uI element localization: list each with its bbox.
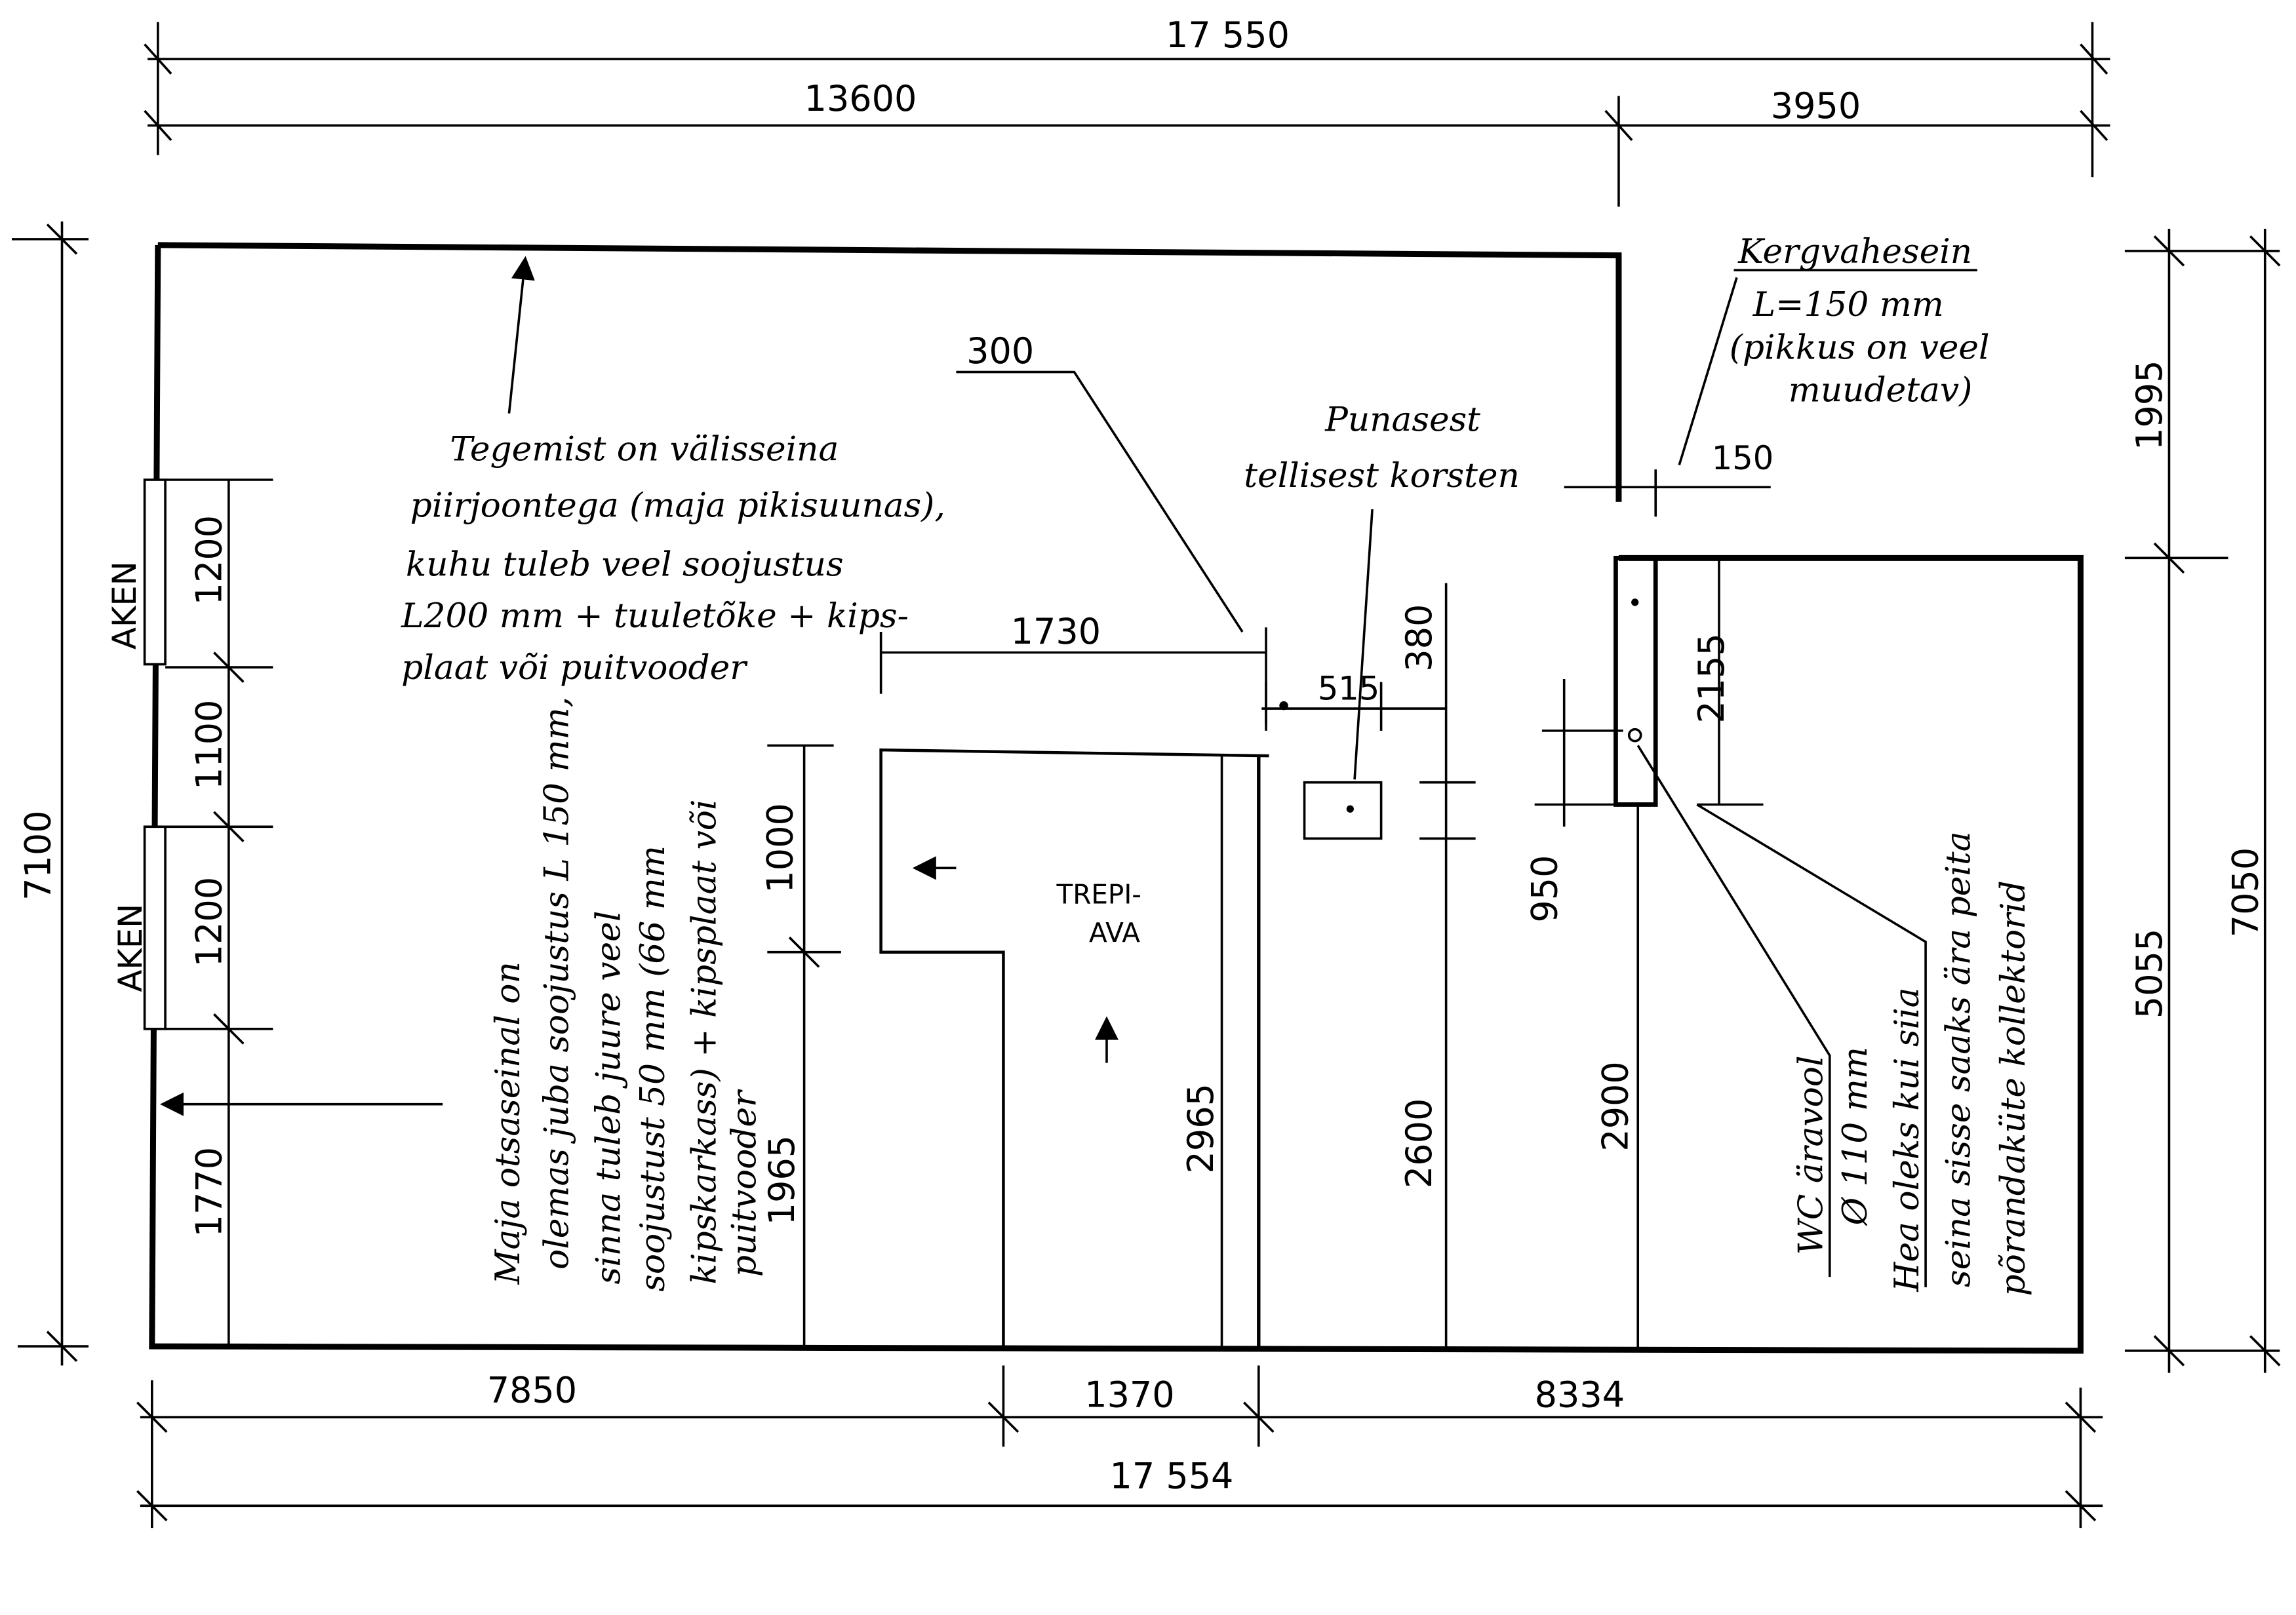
dim-515: 515 [1318, 670, 1379, 708]
dim-window-2: 1200 [189, 877, 230, 967]
window-2-label: AKEN [111, 904, 149, 992]
wall-note-line: plaat või puitvooder [401, 648, 748, 688]
dim-1000: 1000 [760, 803, 801, 893]
floor-note-3: põrandaküte kollektorid [1994, 880, 2033, 1296]
leader-floor [1696, 803, 1927, 1287]
dim-2965: 2965 [1180, 1083, 1221, 1174]
dim-950: 950 [1524, 855, 1565, 923]
wc-note-1: WC äravool [1792, 1055, 1831, 1255]
chimney-label-1: Punasest [1324, 400, 1480, 440]
dim-top-right: 3950 [1771, 85, 1861, 126]
leader-wc [1636, 745, 1831, 1277]
dim-bottom-mid: 1370 [1084, 1374, 1174, 1415]
window-1-label: AKEN [106, 561, 144, 650]
stair-opening [879, 748, 1269, 1347]
dim-380: 380 [1398, 604, 1440, 672]
bottom-dimensions [136, 1365, 2103, 1528]
floor-note-1: Hea oleks kui siia [1888, 987, 1927, 1292]
floor-note-2: seina sisse saaks ära peita [1939, 831, 1979, 1287]
end-wall-note-line: olemas juba soojustus L 150 mm, [538, 697, 577, 1270]
end-wall-note-line: soojustust 50 mm (66 mm [633, 846, 673, 1292]
partition-wall [1613, 555, 1658, 807]
dim-top-left: 13600 [804, 78, 917, 119]
partition-label-4: muudetav) [1789, 371, 1973, 410]
dim-stair-offset: 1730 [1011, 611, 1101, 652]
end-wall-note-line: kipskarkass) + kipsplaat või [685, 799, 724, 1284]
dim-right-lower: 5055 [2129, 929, 2170, 1019]
partition-label-3: (pikkus on veel [1730, 328, 1990, 367]
left-dimension [12, 221, 89, 1366]
dim-300: 300 [966, 330, 1034, 372]
end-wall-note-line: Maja otsaseinal on [488, 962, 528, 1285]
dim-1965: 1965 [761, 1135, 802, 1226]
window-2 [143, 825, 167, 1030]
dim-window-1: 1200 [189, 515, 230, 606]
stair-label-2: AVA [1089, 917, 1140, 948]
wall-note-line: Tegemist on välisseina [450, 430, 839, 469]
dim-bottom-left: 7850 [487, 1370, 577, 1411]
top-dimensions [144, 22, 2110, 207]
leader-300 [956, 370, 1244, 632]
window-1 [143, 478, 167, 666]
partition-label-1: Kergvahesein [1737, 232, 1972, 271]
dim-2155: 2155 [1691, 633, 1732, 724]
dim-wall-150: 150 [1712, 439, 1773, 477]
stair-label-1: TREPI- [1056, 878, 1141, 910]
partition-label-2: L=150 mm [1752, 285, 1944, 324]
chimney-label-2: tellisest korsten [1244, 456, 1520, 496]
dim-between-windows: 1100 [189, 699, 230, 790]
end-wall-note: Maja otsaseinal on olemas juba soojustus… [488, 697, 764, 1292]
dim-right-upper: 1995 [2129, 360, 2170, 450]
dim-right-total: 7050 [2225, 847, 2266, 938]
dim-left-total: 7100 [18, 810, 59, 901]
end-wall-note-line: sinna tuleb juure veel [589, 911, 628, 1285]
window-dimensions [165, 478, 273, 1347]
dim-below-windows: 1770 [189, 1147, 230, 1237]
dim-2900: 2900 [1594, 1061, 1636, 1152]
chimney [1303, 781, 1383, 840]
dim-total-bottom: 17 554 [1109, 1455, 1233, 1496]
dim-2600: 2600 [1398, 1099, 1440, 1189]
wall-note: Tegemist on välisseina piirjoontega (maj… [401, 430, 945, 688]
dim-total-top: 17 550 [1166, 14, 1290, 56]
wc-note-2: Ø 110 mm [1836, 1047, 1875, 1226]
wall-note-line: L200 mm + tuuletõke + kips- [401, 596, 909, 636]
end-wall-note-line: puitvooder [724, 1089, 764, 1277]
wall-note-line: kuhu tuleb veel soojustus [406, 545, 844, 584]
right-dimensions [2124, 229, 2281, 1373]
wall-note-line: piirjoontega (maja pikisuunas), [410, 486, 945, 525]
dim-bottom-right: 8334 [1535, 1374, 1625, 1415]
